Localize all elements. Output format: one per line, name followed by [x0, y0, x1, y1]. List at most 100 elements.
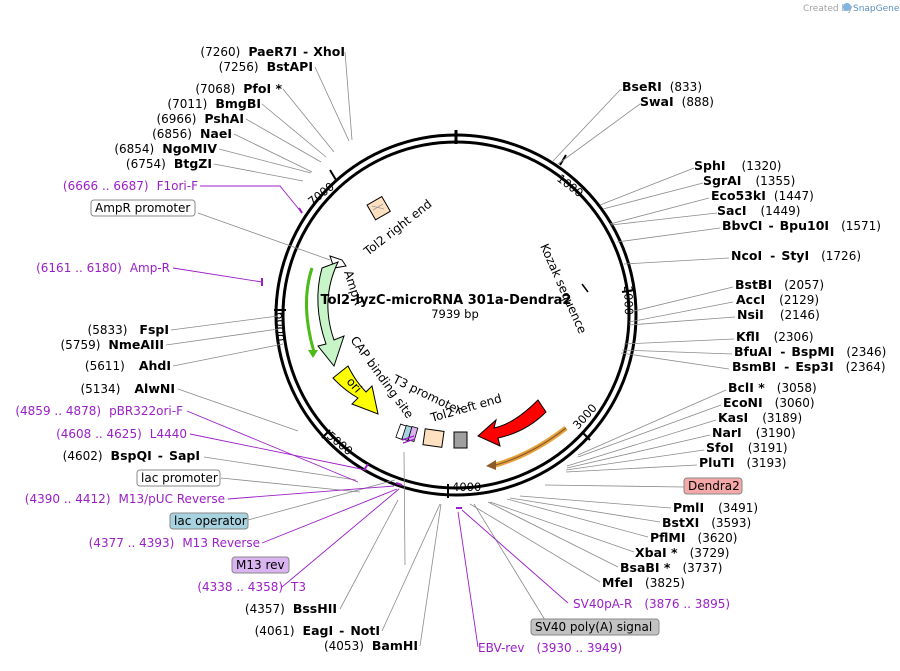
lac-operator-box[interactable] [169, 512, 249, 530]
leader-line [403, 451, 406, 566]
tick-mark-3000 [581, 431, 591, 441]
site-label[interactable]: (5833)FspI [88, 322, 169, 337]
leader-line [623, 257, 730, 265]
primer-label[interactable]: SV40pA-R(3876 .. 3895) [573, 597, 730, 611]
site-label[interactable]: (7256)BstAPI [219, 59, 313, 74]
primer-label[interactable]: (4338 .. 4358)T3 [197, 580, 306, 594]
site-label[interactable]: (6854)NgoMIV [114, 141, 217, 156]
site-label[interactable]: (7011)BmgBI [167, 96, 261, 111]
dendra2-feature[interactable] [477, 399, 547, 447]
primer-markers [261, 207, 462, 509]
leader-line [621, 349, 733, 355]
site-label[interactable]: BclI *(3058) [728, 380, 817, 395]
site-label[interactable]: MfeI(3825) [602, 575, 685, 590]
ampr-promoter-label: AmpR promoter [95, 201, 190, 215]
primer-leader-line [186, 410, 359, 483]
leader-line [602, 182, 704, 210]
primer-label[interactable]: (4859 .. 4878)pBR322ori-F [15, 404, 183, 418]
tick-label-6000: 6000 [273, 312, 287, 341]
leader-line [261, 103, 327, 158]
site-label[interactable]: BstXI(3593) [662, 515, 751, 530]
lac-promoter-box[interactable] [136, 469, 221, 487]
sv40-polya-feature[interactable] [453, 431, 468, 449]
site-label[interactable]: (6856)NaeI [152, 126, 232, 141]
primer-label[interactable]: (6161 .. 6180)Amp-R [36, 261, 170, 275]
leader-line [339, 499, 399, 610]
label-kozak-sequence: Kozak sequence [537, 242, 589, 336]
ori-feature[interactable] [332, 365, 379, 415]
primer-label[interactable]: (4608 .. 4625)L4440 [56, 427, 187, 441]
leader-line [544, 484, 685, 488]
lac-operator-label: lac operator [174, 514, 247, 528]
site-label[interactable]: (6754)BtgZI [126, 156, 212, 171]
site-label[interactable]: NsiI(2146) [737, 307, 820, 322]
site-label[interactable]: PmlI(3491) [673, 500, 758, 515]
ampr-promoter-box[interactable] [90, 199, 196, 217]
site-label[interactable]: SphI(1320) [694, 158, 781, 173]
site-label[interactable]: (6966)PshAI [156, 111, 244, 126]
site-label[interactable]: KasI(3189) [718, 410, 802, 425]
leader-line [489, 501, 635, 553]
leader-line [577, 404, 722, 458]
site-label[interactable]: BbvCI-Bpu10I(1571) [722, 218, 881, 233]
site-label[interactable]: XbaI *(3729) [635, 545, 729, 560]
tol2-left-end-feature[interactable] [422, 428, 445, 448]
plasmid-name: Tol2-lyzC-microRNA 301a-Dendra2 [321, 293, 572, 308]
site-label[interactable]: BfuAI-BspMI(2346) [734, 344, 886, 359]
leader-lines-right [469, 89, 736, 621]
primer-label[interactable]: (6666 .. 6687)F1ori-F [63, 179, 198, 193]
leader-line [218, 148, 312, 174]
kozak-feature[interactable] [581, 283, 589, 293]
primer-leader-line [227, 485, 395, 500]
sv40-polya-box[interactable] [530, 618, 660, 636]
site-label[interactable]: BsmBI-Esp3I(2364) [732, 359, 886, 374]
site-label[interactable]: Eco53kI(1447) [711, 188, 814, 203]
primer-label[interactable]: (4390 .. 4412)M13/pUC Reverse [25, 492, 225, 506]
credit-text: Created by [803, 4, 853, 14]
lac-promoter-label: lac promoter [141, 471, 218, 485]
site-label[interactable]: SfoI(3191) [706, 440, 788, 455]
site-label[interactable]: BseRI(833) [622, 79, 702, 94]
site-label[interactable]: (5611)AhdI [85, 358, 171, 373]
site-label[interactable]: (4053)BamHI [324, 638, 418, 653]
primer-leader-line [200, 185, 303, 214]
ring-ticks: 1000 2000 3000 4000 5000 6000 7000 [273, 130, 636, 498]
site-label[interactable]: SgrAI(1355) [703, 173, 795, 188]
site-label[interactable]: (7260)PaeR7I-XhoI [200, 44, 345, 59]
dendra2-box[interactable] [683, 477, 743, 495]
ampr-feature[interactable] [317, 261, 345, 368]
leader-line [623, 338, 735, 345]
site-label[interactable]: (5134)AlwNI [80, 381, 175, 396]
primer-label[interactable]: EBV-rev(3930 .. 3949) [478, 641, 622, 655]
site-label[interactable]: NcoI-StyI(1726) [731, 248, 861, 263]
site-label[interactable]: SacI(1449) [717, 203, 800, 218]
primer-marker [298, 207, 303, 214]
leader-line [220, 477, 361, 493]
site-label[interactable]: PluTI(3193) [699, 455, 786, 470]
site-label[interactable]: BsaBI *(3737) [620, 560, 722, 575]
leader-line [565, 449, 705, 471]
site-label[interactable]: (4357)BssHII [245, 601, 337, 616]
site-label[interactable]: (4602)BspQI-SapI [63, 448, 200, 463]
dendra2-primer-arrow-icon [486, 460, 496, 470]
ampr-primer-arrow-icon [308, 350, 318, 358]
tol2-right-end-feature[interactable] [366, 195, 391, 221]
leader-lines-primers [172, 185, 569, 648]
primer-label[interactable]: (4377 .. 4393)M13 Reverse [89, 536, 260, 550]
site-label[interactable]: AccI(2129) [736, 292, 819, 307]
boxed-feature-labels: AmpR promoter lac promoter lac operator … [90, 199, 743, 636]
leader-line [213, 163, 304, 182]
site-label[interactable]: KflI(2306) [736, 329, 814, 344]
site-label[interactable]: (4061)EagI-NotI [255, 623, 380, 638]
site-label[interactable]: PflMI(3620) [650, 530, 737, 545]
m13-rev-box[interactable] [231, 556, 290, 574]
dendra2-primer-line [491, 427, 567, 467]
site-label[interactable]: NarI(3190) [712, 425, 796, 440]
site-label[interactable]: (5759)NmeAIII [61, 337, 165, 352]
site-label[interactable]: EcoNI(3060) [723, 395, 815, 410]
leader-line [610, 212, 718, 226]
site-label[interactable]: BstBI(2057) [735, 277, 824, 292]
site-label[interactable]: (7068)PfoI * [195, 81, 282, 96]
primer-leader-line [461, 509, 569, 604]
site-label[interactable]: SwaI(888) [640, 94, 714, 109]
